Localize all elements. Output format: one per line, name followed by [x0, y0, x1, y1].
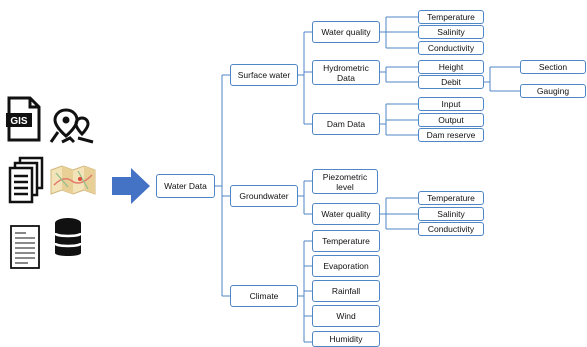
paper-document-icon: [10, 225, 40, 269]
node-water-quality-groundwater: Water quality: [312, 203, 380, 225]
node-salinity: Salinity: [418, 25, 484, 39]
category-climate: Climate: [230, 285, 298, 307]
node-dam-reserve: Dam reserve: [418, 128, 484, 142]
node-height: Height: [418, 60, 484, 74]
category-surface-water: Surface water: [230, 64, 298, 86]
gis-file-icon: GIS: [6, 96, 41, 142]
node-hydrometric-data: Hydrometric Data: [312, 60, 380, 85]
node-rainfall: Rainfall: [312, 280, 380, 302]
node-water-quality: Water quality: [312, 21, 380, 43]
gis-icon-text: GIS: [10, 116, 28, 127]
documents-stack-icon: [8, 156, 44, 204]
node-conductivity: Conductivity: [418, 41, 484, 55]
database-icon: [53, 218, 83, 256]
node-wind: Wind: [312, 305, 380, 327]
node-evaporation: Evaporation: [312, 255, 380, 277]
node-temperature-climate: Temperature: [312, 230, 380, 252]
root-water-data: Water Data: [156, 174, 215, 198]
node-temperature: Temperature: [418, 10, 484, 24]
node-conductivity-groundwater: Conductivity: [418, 222, 484, 236]
node-debit: Debit: [418, 75, 484, 89]
node-piezometric-level: Piezometric level: [312, 169, 378, 194]
node-salinity-groundwater: Salinity: [418, 207, 484, 221]
map-pins-icon: [49, 108, 94, 144]
node-output: Output: [418, 113, 484, 127]
node-humidity: Humidity: [312, 331, 380, 347]
node-dam-data: Dam Data: [312, 113, 380, 135]
node-input: Input: [418, 97, 484, 111]
node-section: Section: [520, 60, 586, 74]
folded-map-icon: [50, 165, 96, 195]
category-groundwater: Groundwater: [230, 185, 298, 207]
right-arrow-icon: [112, 168, 150, 204]
node-gauging: Gauging: [520, 84, 586, 98]
node-temperature-groundwater: Temperature: [418, 191, 484, 205]
